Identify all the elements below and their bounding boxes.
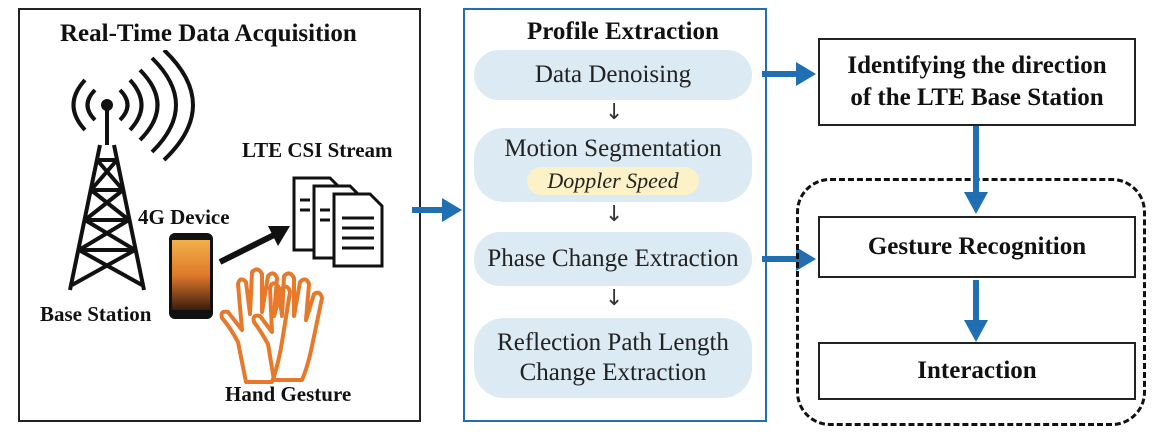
base-station-tower-icon [68,50,195,291]
step-arrow-icon: ↓ [605,202,624,227]
profile-title: Profile Extraction [527,18,719,45]
step-data-denoising: Data Denoising [474,50,752,100]
upload-arrow-icon [218,226,290,265]
step-arrow-icon: ↓ [605,286,624,311]
recognition-group [796,178,1146,426]
acquisition-title: Real-Time Data Acquisition [60,20,357,47]
step-motion-segmentation: Motion Segmentation Doppler Speed [474,128,752,202]
step-label: Motion Segmentation [504,135,722,162]
device-label: 4G Device [138,205,230,229]
step-arrow-icon: ↓ [605,100,624,125]
base-station-label: Base Station [40,302,152,326]
stream-label: LTE CSI Stream [242,138,393,162]
gesture-recognition-box: Gesture Recognition [818,216,1136,278]
doppler-speed-tag: Doppler Speed [527,167,699,195]
interaction-box: Interaction [818,342,1136,400]
acquisition-panel: Real-Time Data Acquisition Base Station [18,8,421,422]
hand-gesture-icon [219,267,324,384]
flow-arrow-icon [412,198,462,222]
flow-arrow-icon [964,280,988,342]
flow-arrow-icon [762,247,816,271]
step-reflection-path-length: Reflection Path Length Change Extraction [474,318,752,398]
step-label: Phase Change Extraction [487,245,739,272]
flow-arrow-icon [762,62,816,86]
step-phase-change-extraction: Phase Change Extraction [474,232,752,286]
profile-panel: Profile Extraction [463,8,767,422]
flow-arrow-icon [964,126,988,214]
direction-identification-box: Identifying the direction of the LTE Bas… [818,38,1136,126]
step-label-line2: Change Extraction [519,359,707,386]
step-label: Data Denoising [534,61,692,88]
direction-line2: of the LTE Base Station [850,84,1104,111]
phone-icon [169,233,213,319]
csi-stream-documents-icon [292,176,384,268]
step-label: Reflection Path Length [497,329,729,356]
direction-line1: Identifying the direction [847,52,1107,79]
gesture-label: Hand Gesture [225,382,352,406]
